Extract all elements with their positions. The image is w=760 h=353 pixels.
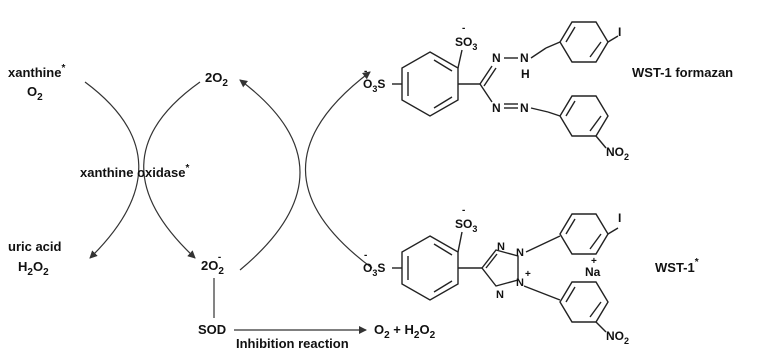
- formazan-n3: N: [492, 101, 501, 115]
- formazan-o3s-charge: -: [364, 66, 367, 77]
- xanthine-oxidase-label: xanthine oxidase*: [80, 163, 189, 180]
- two-o2-top-label: 2O2: [205, 70, 228, 89]
- wst1-n3: N: [516, 277, 524, 289]
- wst1-structure: SO3 - O3S - N N N + N I NO2: [363, 205, 629, 346]
- formazan-n1: N: [492, 51, 501, 65]
- formazan-structure: SO3 - O3S - N N H I N N: [363, 21, 629, 162]
- wst1-n1: N: [497, 241, 505, 253]
- wst1-label: WST-1*: [655, 257, 699, 275]
- formazan-n2: N: [520, 51, 529, 65]
- wst1-n2: N: [516, 247, 524, 259]
- sodium-label: Na: [585, 265, 601, 279]
- sod-label: SOD: [198, 322, 226, 337]
- h2o2-left-label: H2O2: [18, 259, 49, 278]
- two-o2-superoxide-label: 2O2-: [201, 252, 224, 277]
- formazan-iodo-label: I: [618, 25, 621, 39]
- wst1-o3s-charge: -: [364, 250, 367, 261]
- wst1-so3-label: SO3: [455, 217, 477, 234]
- sodium-charge: +: [591, 256, 597, 267]
- o2-label: O2: [27, 84, 43, 103]
- wst1-tetrazolium-ring: [481, 249, 519, 287]
- arc-o2-to-superoxide: [143, 81, 201, 259]
- wst1-so3-charge: -: [462, 205, 465, 216]
- left-cycle: [84, 81, 201, 259]
- wst1-sulfonate-ring: [401, 235, 459, 301]
- wst1-formazan-label: WST-1 formazan: [632, 65, 733, 80]
- wst1-iodophenyl-ring: [559, 213, 609, 255]
- uric-acid-label: uric acid: [8, 239, 62, 254]
- formazan-so3-label: SO3: [455, 35, 477, 52]
- arc-o2-regeneration: [239, 79, 301, 271]
- wst1-n-charge: +: [525, 269, 531, 280]
- wst1-no2-label: NO2: [606, 329, 629, 346]
- wst1-o3s-label: O3S: [363, 261, 385, 278]
- arc-wst1-to-formazan: [305, 71, 373, 269]
- inhibition-reaction-label: Inhibition reaction: [236, 336, 349, 351]
- formazan-sulfonate-ring: [401, 51, 459, 117]
- products-label: O2 + H2O2: [374, 322, 436, 341]
- formazan-n4: N: [520, 101, 529, 115]
- wst1-n4: N: [496, 289, 504, 301]
- wst1-iodo-label: I: [618, 211, 621, 225]
- formazan-h: H: [521, 67, 530, 81]
- formazan-o3s-label: O3S: [363, 77, 385, 94]
- formazan-no2-label: NO2: [606, 145, 629, 162]
- arc-xanthine-to-uric-acid: [84, 81, 140, 259]
- xanthine-label: xanthine*: [8, 63, 65, 80]
- formazan-so3-charge: -: [462, 23, 465, 34]
